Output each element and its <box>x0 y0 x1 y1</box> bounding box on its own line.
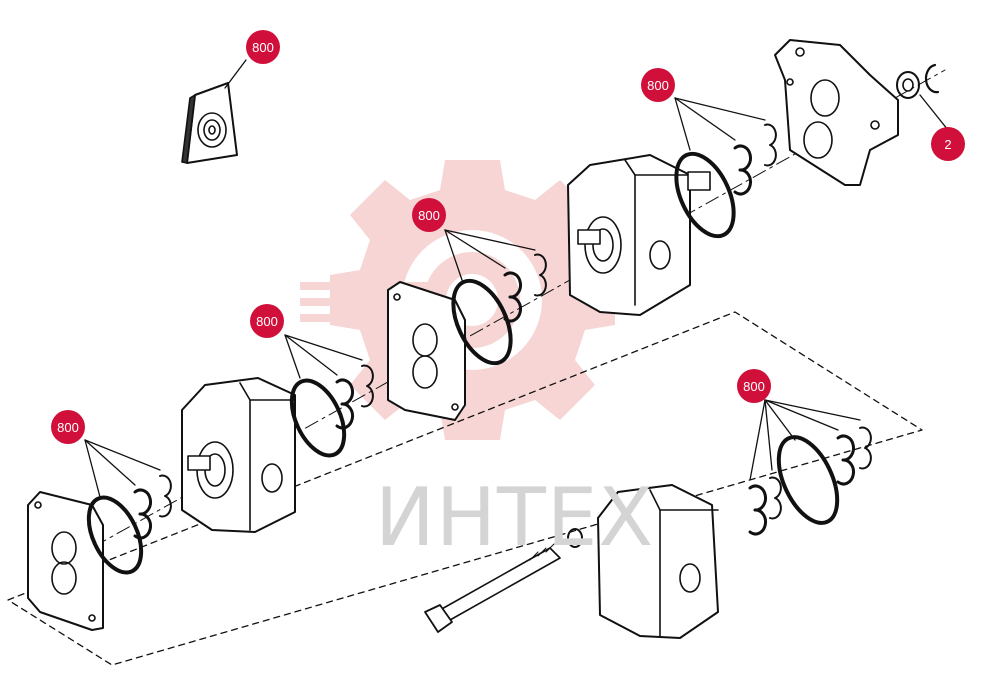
backup-ring-set-mid <box>503 253 547 323</box>
spare-housing-block <box>597 484 719 639</box>
rear-gear-housing <box>181 377 296 533</box>
o-ring-end <box>86 495 144 575</box>
front-flange-cover <box>774 39 899 186</box>
dashed-assembly-frame <box>7 311 923 666</box>
part-callout-800-kit[interactable]: 800 <box>246 30 280 64</box>
part-callout-800-end[interactable]: 800 <box>51 410 85 444</box>
part-callout-800-rear[interactable]: 800 <box>250 304 284 338</box>
o-ring-kit <box>776 435 840 525</box>
snap-ring <box>924 63 940 94</box>
tie-bolt <box>424 543 561 633</box>
backup-ring-set-end <box>133 474 172 540</box>
intermediate-plate <box>387 281 466 421</box>
part-callout-800-mid[interactable]: 800 <box>412 198 446 232</box>
backup-ring-set-rear <box>335 364 374 430</box>
seal-kit-package <box>181 82 238 164</box>
front-gear-housing <box>567 154 711 316</box>
shaft-seal <box>896 71 920 99</box>
callout-leader-lines <box>84 59 949 498</box>
o-ring-rear <box>289 378 347 458</box>
o-ring-front <box>674 151 736 239</box>
part-callout-800-seal-set[interactable]: 800 <box>737 369 771 403</box>
rear-end-cover <box>27 491 104 631</box>
backup-ring-set-front <box>733 123 777 196</box>
part-callout-800-front[interactable]: 800 <box>641 68 675 102</box>
part-callout-2-shaft-seal[interactable]: 2 <box>931 127 965 161</box>
washer <box>567 528 583 548</box>
backup-ring-set-kit <box>748 426 872 536</box>
o-ring-mid <box>451 278 513 366</box>
watermark-text: ИНТЕХ <box>375 471 655 564</box>
